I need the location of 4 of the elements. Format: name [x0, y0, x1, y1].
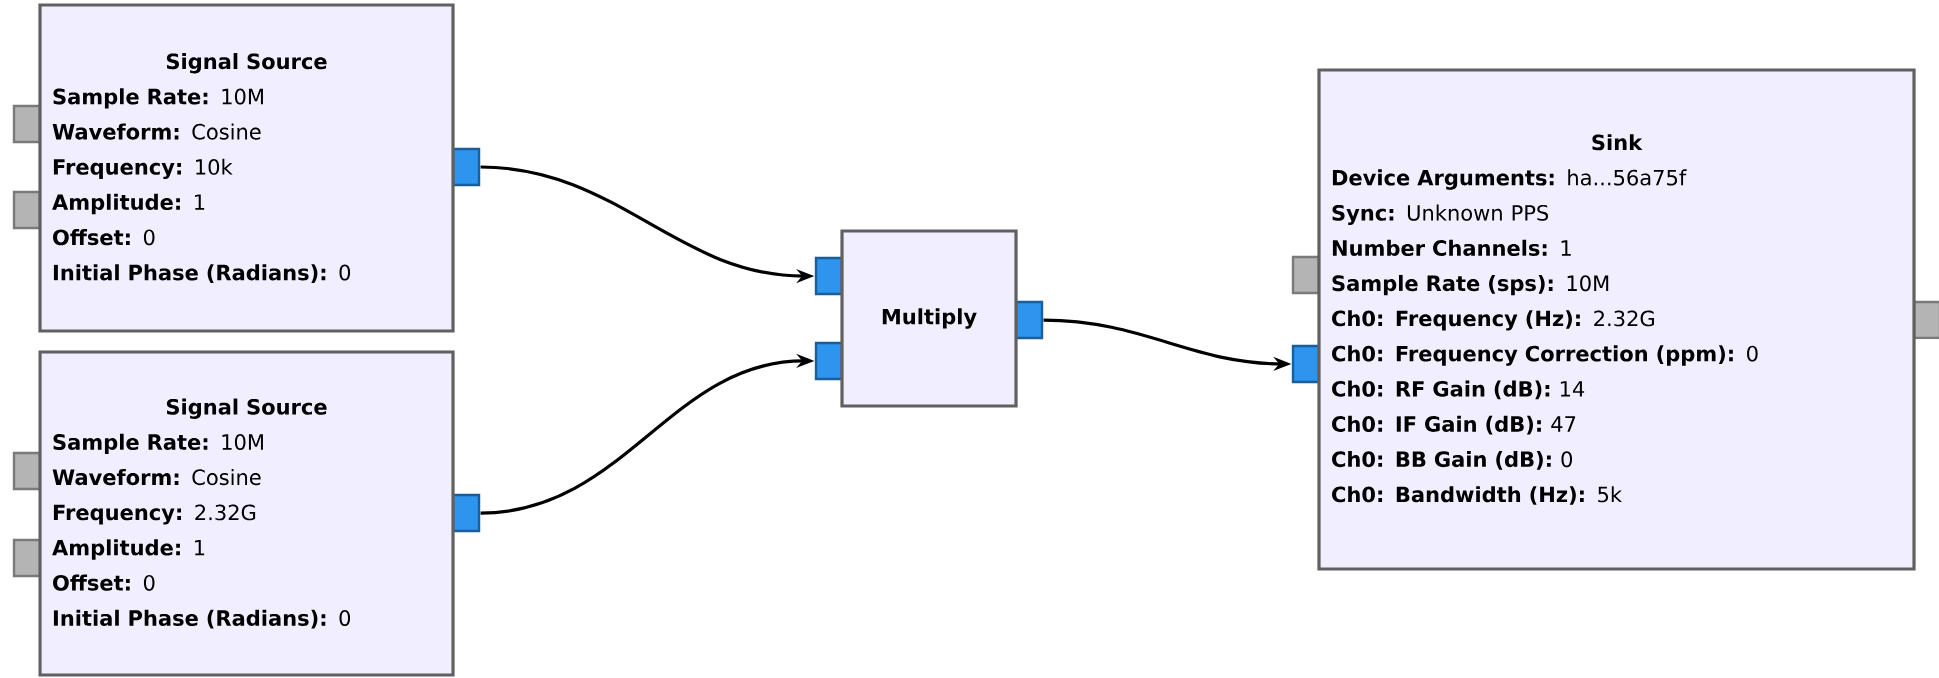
block-box: Signal Source Sample Rate: 10M Waveform: Cosine Frequency: 2.32G Amplitude: 1 Offset: 0 Initial Phase (Radians): 0 [38, 350, 455, 677]
block-box: Multiply [840, 229, 1018, 408]
block-box: Signal Source Sample Rate: 10M Waveform: Cosine Frequency: 10k Amplitude: 1 Offset: 0 Initial Phase (Radians): 0 [38, 3, 455, 333]
block-box: Sink Device Arguments: ha...56a75f Sync: Unknown PPS Number Channels: 1 Sample Rate (sps): 10M Ch0: Frequency (Hz): 2.32G Ch0: Frequency Correction (ppm): 0 Ch0: RF Gain (dB): 14 Ch0: IF Gain (dB): 47 Ch0: BB Gain (dB): 0 Ch0: Bandwidth (Hz): 5k [1317, 68, 1916, 571]
